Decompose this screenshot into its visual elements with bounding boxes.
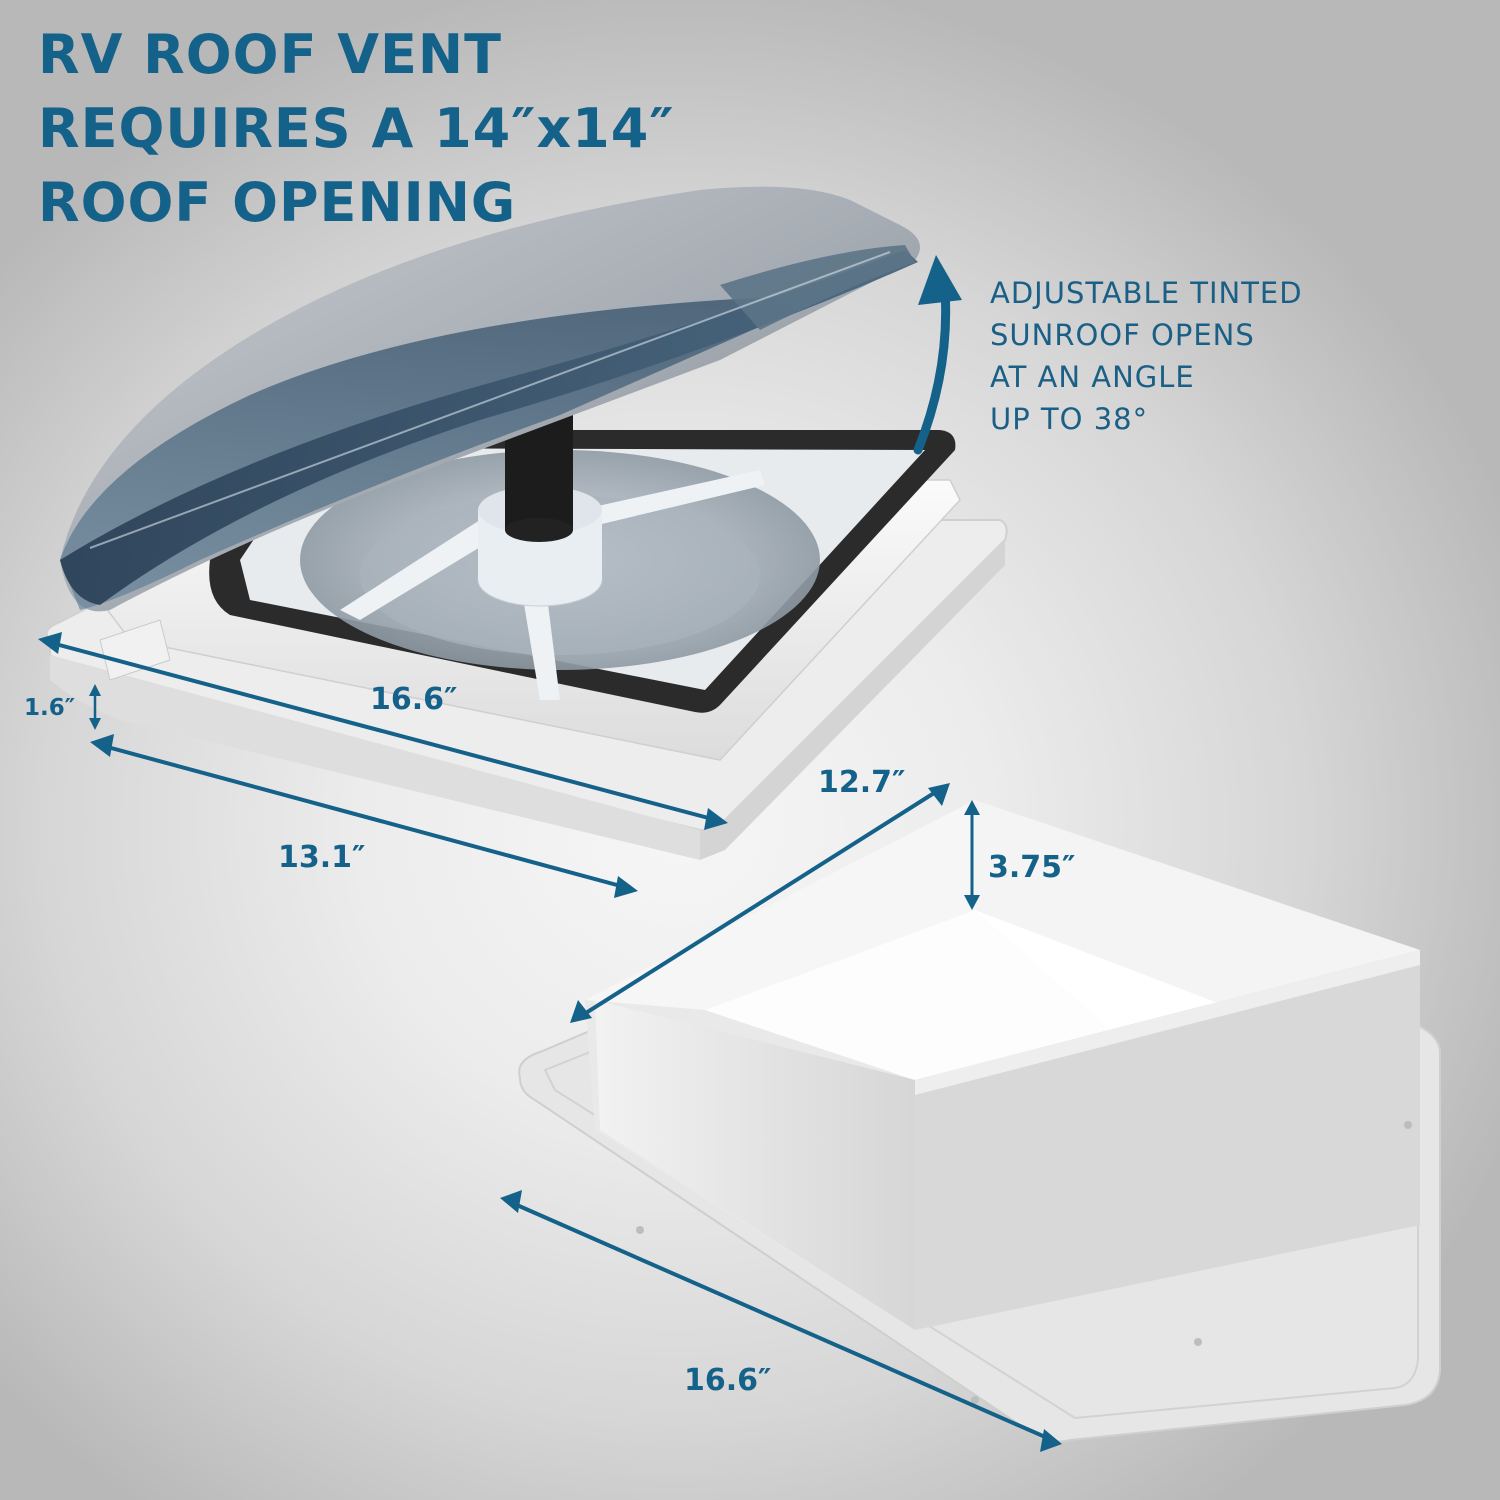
callout-line-1: ADJUSTABLE TINTED (990, 276, 1303, 310)
headline-line-2: REQUIRES A 14″x14″ (38, 97, 675, 160)
vent-width-label: 13.1″ (278, 840, 366, 875)
vent-length-label: 16.6″ (370, 682, 458, 717)
dimension-arrows (38, 632, 1062, 1452)
callout-line-2: SUNROOF OPENS (990, 318, 1255, 352)
curved-arrow-up-icon (913, 255, 962, 455)
ceiling-garnish-unit (518, 800, 1441, 1443)
garnish-depth-label: 12.7″ (818, 765, 906, 800)
vent-height-label: 1.6″ (24, 695, 76, 721)
roof-vent-unit (45, 186, 1008, 860)
garnish-length-label: 16.6″ (684, 1363, 772, 1398)
headline-line-1: RV ROOF VENT (38, 23, 502, 86)
vent-width-arrow (99, 743, 629, 890)
garnish-depth-arrow (576, 786, 944, 1020)
garnish-height-label: 3.75″ (988, 850, 1076, 885)
vent-length-arrow (47, 640, 717, 822)
callout-line-4: UP TO 38° (990, 402, 1149, 436)
sunroof-angle-callout: ADJUSTABLE TINTED SUNROOF OPENS AT AN AN… (990, 272, 1303, 440)
garnish-length-arrow (509, 1200, 1053, 1442)
headline-line-3: ROOF OPENING (38, 171, 517, 234)
headline: RV ROOF VENT REQUIRES A 14″x14″ ROOF OPE… (38, 18, 674, 240)
callout-line-3: AT AN ANGLE (990, 360, 1195, 394)
